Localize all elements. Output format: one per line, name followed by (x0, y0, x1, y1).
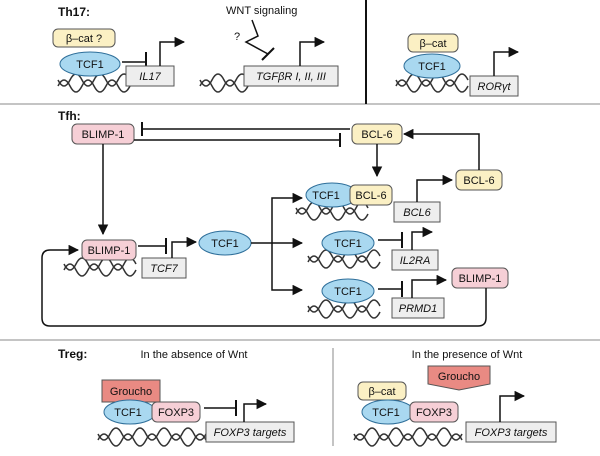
transcription-arrow (299, 36, 326, 66)
prmd1-gene-box (391, 297, 445, 319)
tgfbr-gene-label: TGFβR I, II, III (256, 71, 326, 83)
groucho-label-left: Groucho (110, 386, 152, 398)
bcl6-label-right: BCL-6 (463, 175, 494, 187)
tcf7-gene-box (141, 257, 187, 279)
dna-helix (307, 299, 381, 319)
bcat-unknown-label: β–cat ? (66, 33, 102, 45)
dna-helix (63, 257, 137, 277)
tcf1-label: TCF1 (372, 407, 400, 419)
tcf1-label: TCF1 (334, 286, 362, 298)
blimp1-node-right (451, 267, 509, 289)
bcat-unknown-node (52, 28, 116, 48)
tcf1-node (321, 278, 375, 304)
foxp3-label-right: FOXP3 (416, 407, 452, 419)
groucho-label-right: Groucho (438, 371, 480, 383)
treg-section-label: Treg: (58, 347, 87, 361)
bcl6-complex-node (349, 184, 393, 206)
blimp1-label-right: BLIMP-1 (459, 273, 502, 285)
dna-helix (199, 73, 249, 93)
dna-helix (307, 249, 381, 269)
bcl6-gene-label: BCL6 (403, 207, 431, 219)
tcf1-label: TCF1 (418, 61, 446, 73)
activation-arrow (251, 192, 304, 244)
transcription-arrow (243, 398, 268, 422)
activation-arrow (271, 243, 304, 296)
tcf1-label: TCF1 (334, 238, 362, 250)
transcription-arrow (493, 46, 520, 76)
wnt-zigzag-arrow (244, 19, 269, 55)
presence-caption: In the presence of Wnt (412, 349, 523, 361)
foxp3-targets-box-left (205, 421, 295, 443)
dna-helix (97, 427, 207, 447)
foxp3-targets-label-left: FOXP3 targets (214, 427, 287, 439)
blimp1-label-mid: BLIMP-1 (88, 245, 131, 257)
groucho-node-right (427, 365, 491, 391)
il17-gene-box (125, 65, 175, 87)
tcf1-node (403, 53, 461, 79)
blimp1-node-mid (81, 239, 137, 261)
wnt-signaling-label: WNT signaling (226, 5, 297, 17)
foxp3-targets-label-right: FOXP3 targets (475, 427, 548, 439)
bcl6-label-top: BCL-6 (361, 129, 392, 141)
bcat-node (407, 33, 459, 53)
absence-caption: In the absence of Wnt (140, 349, 247, 361)
bcat-label: β–cat (368, 386, 395, 398)
dna-helix (57, 73, 131, 93)
prmd1-gene-label: PRMD1 (399, 303, 438, 315)
tcf1-label: TCF1 (76, 59, 104, 71)
tcf1-label: TCF1 (114, 407, 142, 419)
foxp3-node-right (409, 401, 459, 423)
transcription-arrow (411, 226, 434, 250)
tcf1-node (59, 51, 121, 77)
tfh-section-label: Tfh: (58, 109, 81, 123)
tgfbr-gene-box (243, 65, 339, 87)
il2ra-gene-box (391, 249, 439, 271)
wnt-question: ? (234, 31, 240, 43)
foxp3-node-left (151, 401, 201, 423)
bcl6-complex-label: BCL-6 (355, 190, 386, 202)
activation-arrow (402, 128, 480, 170)
wnt-inhibition-bar (261, 47, 275, 61)
dna-helix (295, 201, 369, 221)
tcf7-gene-label: TCF7 (150, 263, 178, 275)
transcription-arrow (416, 174, 454, 202)
bcat-label: β–cat (419, 38, 446, 50)
rorgt-gene-label: RORγt (478, 81, 512, 93)
il2ra-gene-label: IL2RA (400, 255, 431, 267)
transcription-arrow (499, 390, 526, 422)
tcf1-node (321, 230, 375, 256)
foxp3-label-left: FOXP3 (158, 407, 194, 419)
il17-gene-label: IL17 (139, 71, 161, 83)
tcf1-center-label: TCF1 (211, 238, 239, 250)
transcription-arrow (171, 236, 198, 258)
blimp1-label-top: BLIMP-1 (82, 129, 125, 141)
dna-helix (353, 427, 463, 447)
foxp3-targets-box-right (465, 421, 557, 443)
tcf1-label: TCF1 (312, 190, 340, 202)
transcription-arrow (159, 36, 186, 66)
th17-section-label: Th17: (58, 5, 90, 19)
dna-helix (395, 73, 469, 93)
transcription-arrow (411, 274, 448, 298)
feedback-loop-arrow (41, 244, 487, 327)
